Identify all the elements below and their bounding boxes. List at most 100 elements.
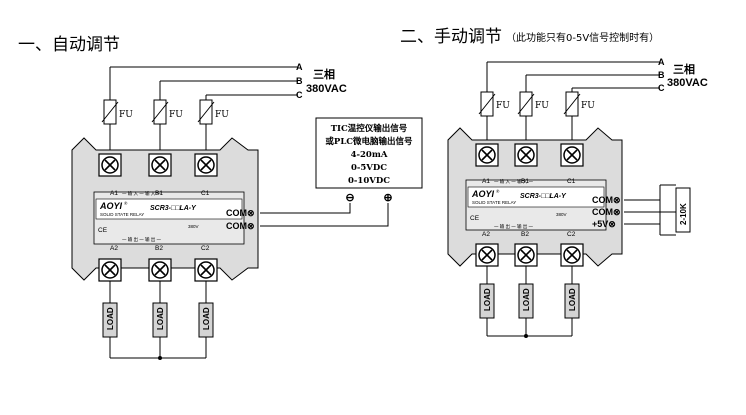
- auto-load-1: LOAD: [102, 302, 118, 338]
- manual-pot-label: 2-10K: [679, 203, 688, 225]
- auto-term-c2: C2: [201, 245, 210, 252]
- manual-term-c2: C2: [567, 231, 576, 238]
- manual-fuse-1: FU: [478, 91, 510, 117]
- manual-load-1: LOAD: [479, 283, 495, 319]
- manual-tagline: SOLID STATE RELAY: [472, 200, 516, 205]
- manual-fuse-2-label: FU: [535, 101, 549, 111]
- manual-screw-c1: [560, 143, 584, 167]
- auto-screw-c1: [194, 153, 218, 177]
- manual-potentiometer: 2-10K: [675, 187, 691, 233]
- auto-minus-terminal: ⊖: [345, 192, 354, 204]
- manual-relay: A1 B1 C1 一 输 入 一 输 入 一 AOYI ® SOLID STAT…: [447, 127, 623, 267]
- manual-load-2-label: LOAD: [522, 288, 531, 311]
- auto-com-2: COM⊗: [226, 221, 255, 231]
- manual-screw-b2: [514, 243, 538, 267]
- auto-bottom-strip: 一 输 出 一 输 出 一: [122, 236, 162, 243]
- auto-signal-line-4: 0-5VDC: [351, 163, 387, 173]
- auto-brand: AOYI: [99, 201, 123, 211]
- auto-signal-line-3: 4-20mA: [351, 150, 388, 160]
- auto-voltage: 380V: [188, 224, 199, 229]
- manual-fuse-3-label: FU: [581, 101, 595, 111]
- auto-brand-mark: ®: [124, 200, 128, 206]
- manual-screw-a2: [475, 243, 499, 267]
- auto-top-strip: 一 输 入 一 输 入 一: [122, 190, 162, 197]
- auto-screw-b2: [148, 258, 172, 282]
- manual-brand-mark: ®: [496, 188, 500, 194]
- manual-bottom-strip: 一 输 出 一 输 出 一: [494, 223, 534, 230]
- auto-signal-source: TIC温控仪输出信号 或PLC微电脑输出信号 4-20mA 0-5VDC 0-1…: [315, 117, 423, 204]
- auto-signal-line-5: 0-10VDC: [348, 176, 390, 186]
- auto-load-3-label: LOAD: [202, 307, 211, 330]
- auto-com-1: COM⊗: [226, 208, 255, 218]
- manual-term-b2: B2: [521, 231, 529, 238]
- auto-fuse-1-label: FU: [119, 110, 133, 120]
- manual-phase-b: B: [658, 70, 665, 80]
- manual-load-3-label: LOAD: [568, 288, 577, 311]
- manual-supply-voltage: 380VAC: [667, 77, 708, 89]
- manual-brand: AOYI: [471, 189, 495, 199]
- auto-supply-phase: 三相: [313, 67, 335, 81]
- auto-phase-b: B: [296, 76, 303, 86]
- manual-plus5v: +5V⊗: [592, 219, 616, 229]
- auto-fuse-2-label: FU: [169, 110, 183, 120]
- manual-load-3: LOAD: [564, 283, 580, 319]
- auto-screw-a1: [98, 153, 122, 177]
- manual-supply-phase: 三相: [673, 62, 695, 76]
- manual-fuse-1-label: FU: [496, 101, 510, 111]
- auto-signal-line-1: TIC温控仪输出信号: [331, 123, 408, 134]
- manual-neutral-node: [524, 334, 528, 338]
- manual-phase-a: A: [658, 57, 665, 67]
- manual-screw-c2: [560, 243, 584, 267]
- manual-com-1: COM⊗: [592, 195, 621, 205]
- auto-phase-a: A: [296, 62, 303, 72]
- auto-term-a2: A2: [110, 245, 118, 252]
- manual-fuse-3: FU: [563, 91, 595, 117]
- auto-section: 一、自动调节 A B C 三相 380VAC FU FU FU: [18, 35, 423, 360]
- auto-load-2-label: LOAD: [156, 307, 165, 330]
- manual-subtitle: （此功能只有0-5V信号控制时有）: [506, 31, 659, 44]
- manual-term-a1: A1: [482, 178, 490, 185]
- manual-load-1-label: LOAD: [483, 288, 492, 311]
- manual-term-b1: B1: [521, 178, 529, 185]
- auto-title: 一、自动调节: [18, 35, 120, 55]
- auto-plus-terminal: ⊕: [383, 192, 392, 204]
- manual-section: 二、手动调节 （此功能只有0-5V信号控制时有） A B C 三相 380VAC…: [400, 27, 708, 338]
- manual-phase-c: C: [658, 83, 665, 93]
- auto-term-c1: C1: [201, 190, 210, 197]
- auto-screw-a2: [98, 258, 122, 282]
- auto-fuse-2: FU: [151, 99, 183, 125]
- auto-fuse-1: FU: [101, 99, 133, 125]
- manual-title: 二、手动调节: [400, 27, 502, 47]
- auto-ce-mark: CE: [98, 227, 108, 234]
- auto-relay: A1 B1 C1 一 输 入 一 输 入 一 AOYI ® SOLID STAT…: [71, 137, 259, 282]
- auto-fuse-3-label: FU: [215, 110, 229, 120]
- auto-fuse-3: FU: [197, 99, 229, 125]
- auto-signal-line-2: 或PLC微电脑输出信号: [325, 136, 413, 147]
- manual-fuse-2: FU: [517, 91, 549, 117]
- auto-screw-c2: [194, 258, 218, 282]
- auto-model: SCR3-□□LA-Y: [150, 205, 197, 212]
- manual-term-a2: A2: [482, 231, 490, 238]
- auto-tagline: SOLID STATE RELAY: [100, 212, 144, 217]
- auto-load-1-label: LOAD: [106, 307, 115, 330]
- auto-phase-c: C: [296, 90, 303, 100]
- manual-model: SCR3-□□LA-Y: [520, 193, 567, 200]
- manual-screw-a1: [475, 143, 499, 167]
- auto-load-2: LOAD: [152, 302, 168, 338]
- auto-load-3: LOAD: [198, 302, 214, 338]
- manual-top-strip: 一 输 入 一 输 入 一: [494, 178, 534, 185]
- manual-voltage: 380V: [556, 212, 567, 217]
- auto-neutral-node: [158, 356, 162, 360]
- auto-term-b2: B2: [155, 245, 163, 252]
- auto-screw-b1: [148, 153, 172, 177]
- manual-load-2: LOAD: [518, 283, 534, 319]
- manual-com-2: COM⊗: [592, 207, 621, 217]
- manual-term-c1: C1: [567, 178, 576, 185]
- auto-signal-wires: [260, 203, 389, 227]
- auto-supply-voltage: 380VAC: [306, 83, 347, 95]
- auto-term-b1: B1: [155, 190, 163, 197]
- manual-screw-b1: [514, 143, 538, 167]
- auto-term-a1: A1: [110, 190, 118, 197]
- manual-ce-mark: CE: [470, 215, 480, 222]
